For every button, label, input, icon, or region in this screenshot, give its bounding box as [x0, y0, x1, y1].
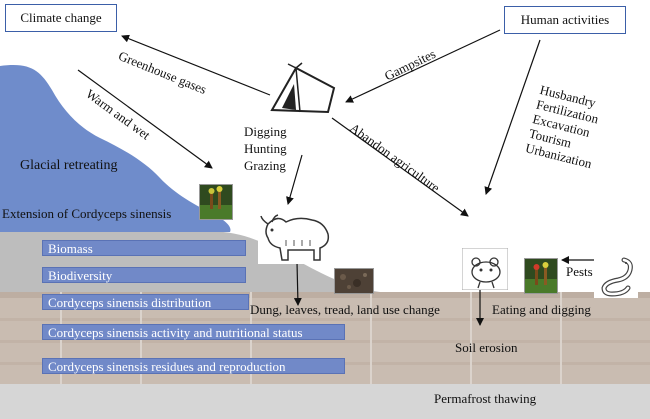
climate-change-label: Climate change — [20, 10, 102, 25]
yak-icon — [258, 210, 336, 264]
activity-grazing: Grazing — [244, 158, 286, 173]
cordyceps-photo — [199, 184, 233, 220]
pika-icon — [462, 248, 508, 290]
glacial-retreating-label: Glacial retreating — [20, 158, 118, 173]
cordyceps-photo-2 — [524, 258, 558, 294]
glacier — [0, 65, 231, 232]
bar-biomass: Biomass — [42, 240, 246, 256]
activity-digging: Digging — [244, 124, 287, 139]
bar-biodiversity: Biodiversity — [42, 267, 246, 283]
pests-label: Pests — [566, 264, 593, 279]
extension-label: Extension of Cordyceps sinensis — [2, 206, 172, 221]
tent-icon — [270, 62, 336, 114]
human-activities-label: Human activities — [520, 12, 610, 27]
climate-change-box: Climate change — [5, 4, 117, 32]
human-activities-box: Human activities — [504, 6, 626, 34]
worm-icon — [594, 252, 638, 298]
eating-digging-label: Eating and digging — [492, 302, 591, 317]
activity-hunting: Hunting — [244, 141, 287, 156]
tent-activities-list: Digging Hunting Grazing — [244, 123, 287, 174]
soil-erosion-label: Soil erosion — [455, 340, 518, 355]
bar-distribution: Cordyceps sinensis distribution — [42, 294, 249, 310]
bar-activity-nutrition: Cordyceps sinensis activity and nutritio… — [42, 324, 345, 340]
permafrost-label: Permafrost thawing — [434, 391, 537, 406]
permafrost-layer — [0, 384, 650, 419]
bar-residues-reproduction: Cordyceps sinensis residues and reproduc… — [42, 358, 345, 374]
dung-label: Dung, leaves, tread, land use change — [250, 302, 440, 317]
soil-photo — [334, 268, 374, 294]
